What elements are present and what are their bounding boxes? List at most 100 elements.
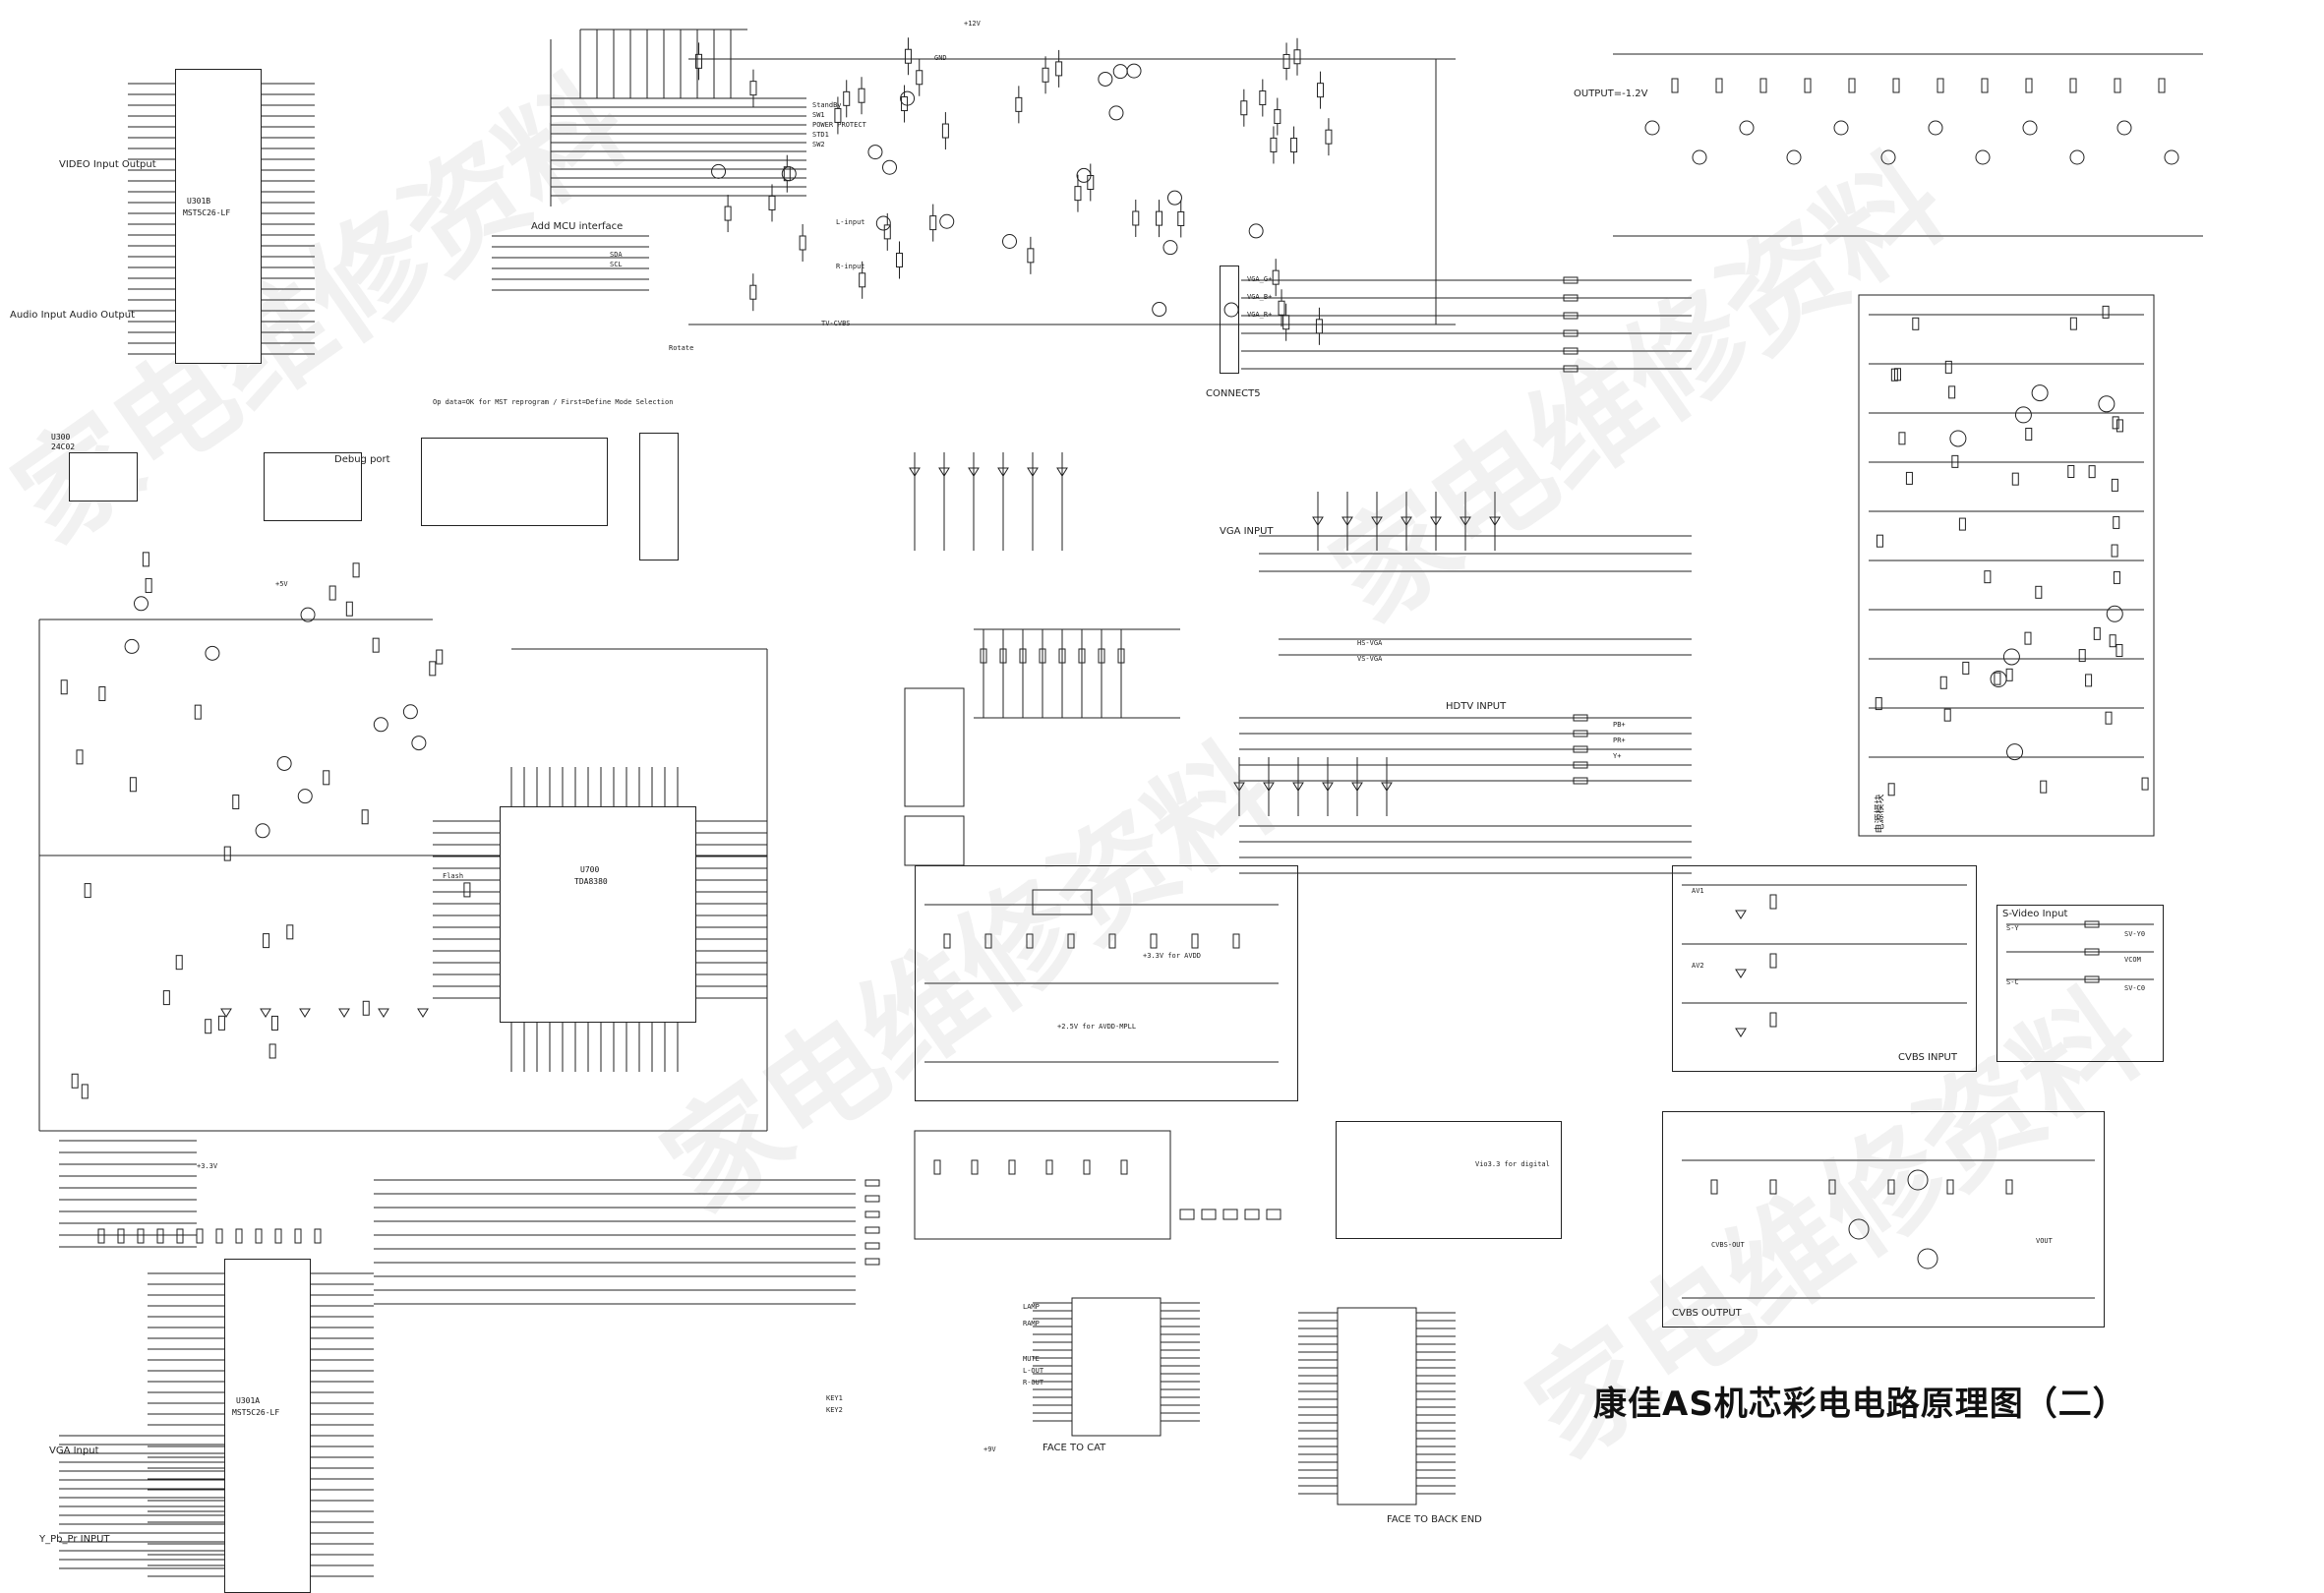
mute-net: MUTE xyxy=(1023,1355,1040,1363)
transistor xyxy=(276,755,292,771)
resistor xyxy=(1058,648,1066,664)
capacitor xyxy=(117,1228,125,1244)
jumper-table-box xyxy=(421,438,608,526)
transistor xyxy=(939,213,955,229)
transistor xyxy=(1975,149,1991,165)
resistor xyxy=(864,1226,880,1234)
component xyxy=(1083,1159,1091,1175)
resistor xyxy=(98,685,106,701)
transistor xyxy=(205,645,220,661)
capacitor xyxy=(984,933,992,949)
resistor xyxy=(1027,248,1035,264)
cvbs-input-box xyxy=(1672,865,1977,1072)
resistor xyxy=(328,585,336,601)
component xyxy=(1984,570,1992,584)
std1-net: STD1 xyxy=(812,131,829,139)
resistor xyxy=(1055,61,1063,77)
resistor xyxy=(1563,276,1579,284)
diode xyxy=(1735,1028,1747,1037)
transistor xyxy=(1644,120,1660,136)
component xyxy=(971,1159,979,1175)
resistor xyxy=(1769,953,1777,969)
resistor xyxy=(1259,90,1267,106)
resistor xyxy=(1671,78,1679,93)
component xyxy=(1994,672,2001,685)
resistor xyxy=(372,637,380,653)
connector-cat xyxy=(1071,1297,1162,1437)
resistor xyxy=(1177,210,1185,226)
power-protect-net: POWER PROTECT xyxy=(812,121,866,129)
flash-note: Op data=OK for MST reprogram / First=Def… xyxy=(433,398,674,406)
resistor xyxy=(1132,210,1140,226)
debug-port-box xyxy=(264,452,362,521)
transistor xyxy=(1166,190,1182,206)
component xyxy=(2069,317,2077,330)
resistor xyxy=(145,577,152,593)
cvbs-output-title: CVBS OUTPUT xyxy=(1672,1308,1742,1319)
vga-connector-label: CONNECT5 xyxy=(1206,388,1261,399)
component xyxy=(1120,1159,1128,1175)
connector-back-end xyxy=(1337,1307,1417,1505)
transistor xyxy=(875,215,891,231)
diode xyxy=(1735,910,1747,919)
transistor xyxy=(300,607,316,622)
component xyxy=(2035,585,2043,599)
resistor xyxy=(268,1043,276,1059)
resistor xyxy=(1270,137,1278,152)
component xyxy=(2109,634,2116,648)
capacitor xyxy=(1026,933,1034,949)
component xyxy=(1939,676,1947,689)
capacitor xyxy=(1191,933,1199,949)
component xyxy=(2102,305,2110,319)
resistor xyxy=(843,90,851,106)
transistor xyxy=(1162,240,1178,256)
transistor xyxy=(1108,105,1124,121)
component xyxy=(1876,534,1883,548)
diode xyxy=(417,1008,429,1018)
transistor xyxy=(2164,149,2179,165)
resistor xyxy=(749,81,757,96)
vga-r-net: VGA_R+ xyxy=(1247,311,1273,319)
v33-rail: +3.3V xyxy=(197,1162,218,1170)
transistor xyxy=(2014,406,2032,424)
component xyxy=(933,1159,941,1175)
transistor xyxy=(133,596,149,612)
diode xyxy=(338,1008,350,1018)
component xyxy=(2067,465,2075,479)
resistor xyxy=(904,48,912,64)
test-pad xyxy=(1201,1209,1217,1220)
av2-net: AV2 xyxy=(1692,962,1704,970)
resistor xyxy=(864,1258,880,1266)
resistor xyxy=(286,924,294,940)
component xyxy=(2088,465,2096,479)
resistor xyxy=(84,883,91,899)
resistor xyxy=(1563,329,1579,337)
test-pad xyxy=(1179,1209,1195,1220)
capacitor xyxy=(137,1228,145,1244)
hdtv-input-label: HDTV INPUT xyxy=(1446,701,1507,712)
resistor xyxy=(999,648,1007,664)
transistor xyxy=(1248,223,1264,239)
transistor xyxy=(402,704,418,720)
resistor xyxy=(323,770,330,786)
resistor xyxy=(205,1019,212,1034)
ic-u700-ref: U700 xyxy=(580,865,600,874)
ic-u300-part: 24C02 xyxy=(51,442,76,451)
resistor xyxy=(929,215,937,231)
resistor xyxy=(1769,1179,1777,1195)
hs-vga-net: HS-VGA xyxy=(1357,639,1383,647)
diode xyxy=(378,1008,389,1018)
resistor xyxy=(1272,269,1280,285)
component xyxy=(2024,631,2032,645)
add-mcu-label: Add MCU interface xyxy=(531,221,624,232)
component xyxy=(1875,697,1882,711)
regulator xyxy=(1032,889,1093,915)
sw2-net: SW2 xyxy=(812,141,825,148)
resistor xyxy=(270,1015,278,1031)
resistor xyxy=(1759,78,1767,93)
transistor xyxy=(1152,302,1167,318)
resistor xyxy=(1563,294,1579,302)
transistor xyxy=(1907,1169,1929,1191)
key1-net: KEY1 xyxy=(826,1394,843,1402)
resistor xyxy=(1278,300,1285,316)
